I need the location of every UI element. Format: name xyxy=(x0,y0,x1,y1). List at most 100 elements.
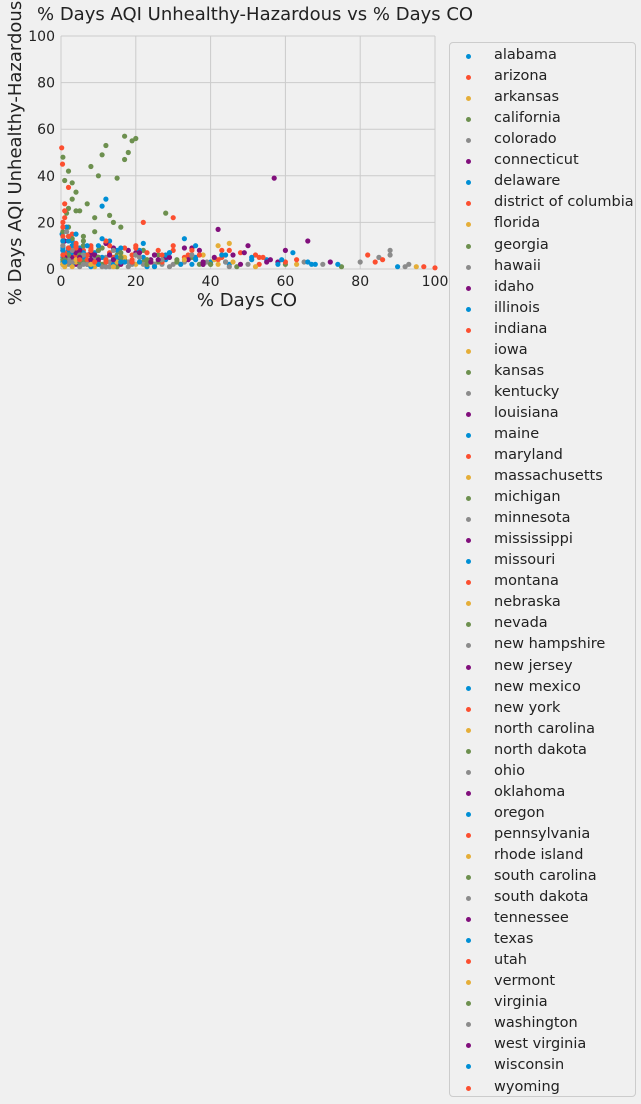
data-point xyxy=(226,264,232,270)
data-point xyxy=(84,261,90,267)
data-point xyxy=(118,250,124,256)
data-point xyxy=(60,229,66,235)
data-point xyxy=(80,261,86,267)
data-point xyxy=(279,257,285,263)
data-point xyxy=(181,245,187,251)
data-point xyxy=(151,264,158,270)
data-point xyxy=(65,168,72,174)
legend-marker xyxy=(466,475,471,480)
legend-label: louisiana xyxy=(494,404,559,421)
data-point xyxy=(65,238,72,244)
legend-item: new hampshire xyxy=(450,635,635,656)
data-point xyxy=(80,238,86,244)
data-point xyxy=(69,259,75,265)
legend-item: nevada xyxy=(450,614,635,635)
legend-marker xyxy=(466,201,471,207)
data-point xyxy=(60,219,66,225)
legend-marker xyxy=(466,601,471,607)
data-point xyxy=(204,259,210,265)
data-point xyxy=(60,154,66,160)
data-point xyxy=(95,243,101,249)
legend-item: montana xyxy=(450,572,635,593)
legend-item: washington xyxy=(450,1014,635,1035)
legend-marker xyxy=(466,306,471,312)
data-point xyxy=(260,254,266,260)
legend-label: mississippi xyxy=(494,531,573,548)
data-point xyxy=(114,254,120,260)
data-point xyxy=(230,259,236,265)
data-point xyxy=(140,240,146,246)
y-tick-label: 40 xyxy=(37,169,55,185)
chart-title: % Days AQI Unhealthy-Hazardous vs % Days… xyxy=(37,4,474,25)
y-tick-label: 20 xyxy=(37,215,55,231)
data-point xyxy=(219,247,225,253)
data-point xyxy=(103,238,109,244)
data-point xyxy=(99,152,105,158)
y-tick-label: 0 xyxy=(46,262,55,278)
data-point xyxy=(163,252,169,258)
data-point xyxy=(402,264,408,270)
legend-item: indiana xyxy=(450,320,635,341)
data-point xyxy=(103,142,109,149)
data-point xyxy=(163,210,169,216)
legend-item: california xyxy=(450,109,635,130)
legend-marker xyxy=(466,54,471,59)
legend-label: virginia xyxy=(494,994,548,1011)
data-point xyxy=(73,231,79,237)
data-point xyxy=(133,135,139,142)
data-point xyxy=(275,261,281,267)
data-point xyxy=(65,252,72,258)
data-point xyxy=(136,250,143,256)
legend-marker xyxy=(466,853,471,859)
legend-label: illinois xyxy=(494,299,540,316)
legend-label: south carolina xyxy=(494,868,597,884)
data-point xyxy=(166,250,173,256)
data-point xyxy=(387,252,393,258)
data-point xyxy=(110,219,116,225)
data-point xyxy=(99,254,105,260)
data-point xyxy=(92,215,98,221)
legend-marker xyxy=(466,327,471,333)
data-point xyxy=(305,238,311,244)
data-point xyxy=(166,264,173,270)
data-point xyxy=(305,259,311,265)
data-point xyxy=(125,247,131,253)
data-point xyxy=(88,247,94,253)
data-point xyxy=(294,261,300,267)
legend-label: oklahoma xyxy=(494,783,566,800)
legend-label: delaware xyxy=(494,173,561,190)
data-point xyxy=(215,226,221,232)
legend-label: florida xyxy=(494,215,541,232)
legend-label: tennessee xyxy=(494,910,569,927)
legend-label: colorado xyxy=(494,131,557,148)
legend-label: south dakota xyxy=(494,889,589,905)
data-point xyxy=(144,250,150,256)
data-point xyxy=(77,257,83,263)
data-point xyxy=(245,261,251,267)
data-point xyxy=(215,257,221,263)
legend-item: connecticut xyxy=(450,151,635,172)
legend-marker xyxy=(466,1085,471,1091)
data-point xyxy=(103,196,109,202)
legend-item: north dakota xyxy=(450,741,635,762)
legend-marker xyxy=(466,285,471,291)
legend-label: kentucky xyxy=(494,383,560,400)
data-point xyxy=(125,149,131,156)
data-point xyxy=(95,261,101,267)
data-point xyxy=(140,219,146,225)
legend-item: south carolina xyxy=(450,867,635,888)
legend-item: new jersey xyxy=(450,657,635,678)
data-point xyxy=(110,264,116,270)
legend-marker xyxy=(466,264,471,270)
data-point xyxy=(114,175,120,181)
data-point xyxy=(327,259,333,265)
legend-marker xyxy=(466,453,471,459)
legend-label: georgia xyxy=(494,236,549,253)
legend-label: minnesota xyxy=(494,510,571,527)
legend-marker xyxy=(466,96,471,102)
data-point xyxy=(84,201,90,207)
legend-marker xyxy=(466,348,471,354)
y-tick-label: 100 xyxy=(28,29,55,45)
